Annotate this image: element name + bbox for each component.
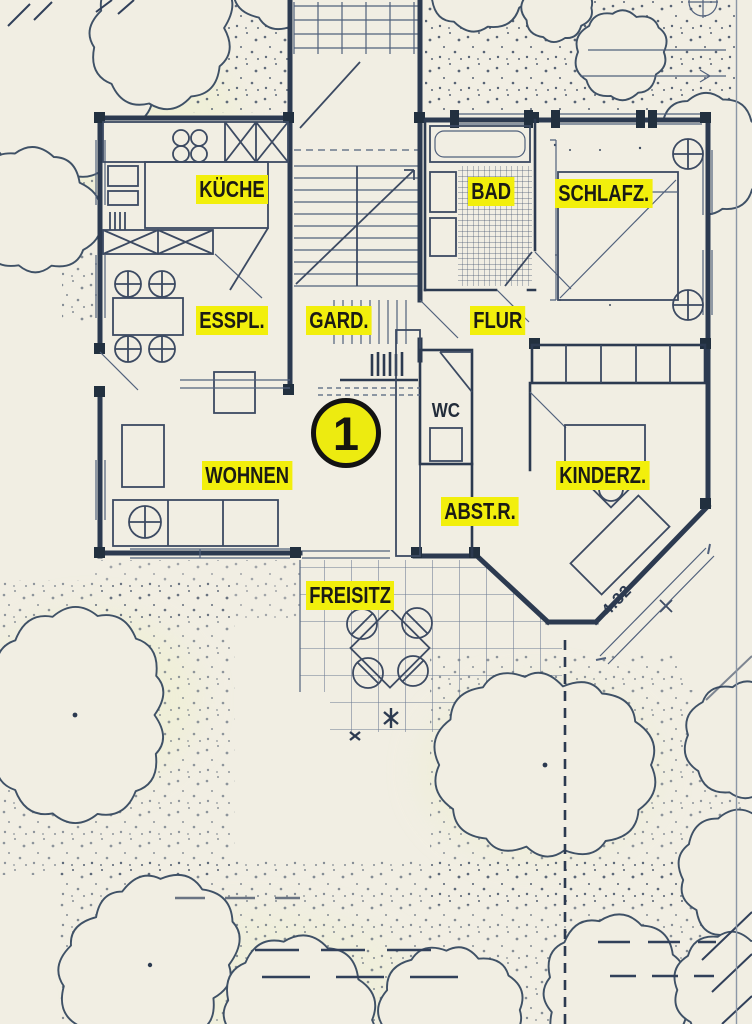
wc-room — [418, 348, 474, 466]
living-furniture — [112, 371, 420, 547]
room-label-esspl: ESSPL. — [196, 306, 268, 336]
room-label-bad: BAD — [468, 177, 515, 207]
room-label-wohnen: WOHNEN — [202, 461, 293, 491]
dimension-line — [595, 543, 715, 665]
corner-hatches — [7, 0, 752, 1024]
room-label-abstr: ABST.R. — [441, 497, 519, 527]
room-label-kinderz: KINDERZ. — [556, 461, 650, 491]
bedroom-furniture — [550, 138, 704, 321]
kitchen-fittings — [102, 121, 289, 291]
room-label-freisitz: FREISITZ — [306, 581, 395, 611]
room-label-kueche: KÜCHE — [196, 175, 268, 205]
room-label-gard: GARD. — [306, 306, 372, 336]
dining-furniture — [112, 270, 184, 363]
wardrobe-row — [530, 343, 707, 385]
unit-number-badge: 1 — [311, 398, 381, 468]
stairwell — [294, 61, 418, 287]
room-label-schlafz: SCHLAFZ. — [555, 179, 653, 209]
room-label-flur: FLUR — [470, 306, 526, 336]
room-label-wc: WC — [430, 400, 462, 423]
